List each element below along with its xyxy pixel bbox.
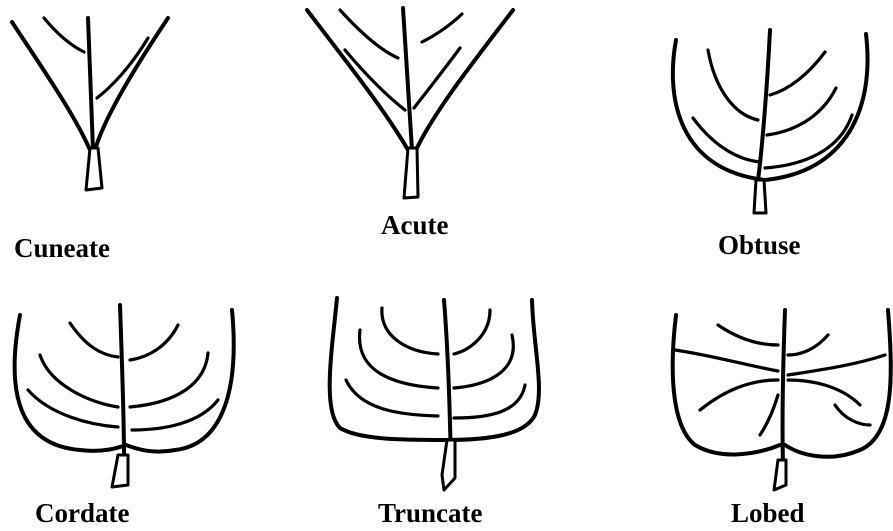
cordate-label: Cordate bbox=[35, 498, 129, 529]
acute-leaf-drawing bbox=[300, 0, 520, 205]
truncate-leaf-base bbox=[320, 290, 550, 490]
lobed-leaf-drawing bbox=[660, 295, 893, 495]
obtuse-leaf-base bbox=[660, 20, 880, 215]
cordate-leaf-drawing bbox=[0, 295, 240, 495]
cordate-leaf-base bbox=[0, 295, 240, 495]
obtuse-leaf-drawing bbox=[660, 20, 880, 215]
cuneate-leaf-drawing bbox=[0, 0, 190, 200]
acute-label: Acute bbox=[381, 210, 448, 241]
truncate-label: Truncate bbox=[378, 498, 482, 529]
acute-leaf-base bbox=[300, 0, 520, 205]
lobed-label: Lobed bbox=[731, 498, 805, 529]
lobed-leaf-base bbox=[660, 295, 893, 495]
cuneate-leaf-base bbox=[0, 0, 190, 200]
obtuse-label: Obtuse bbox=[718, 230, 801, 261]
truncate-leaf-drawing bbox=[320, 290, 550, 490]
cuneate-label: Cuneate bbox=[14, 233, 110, 264]
